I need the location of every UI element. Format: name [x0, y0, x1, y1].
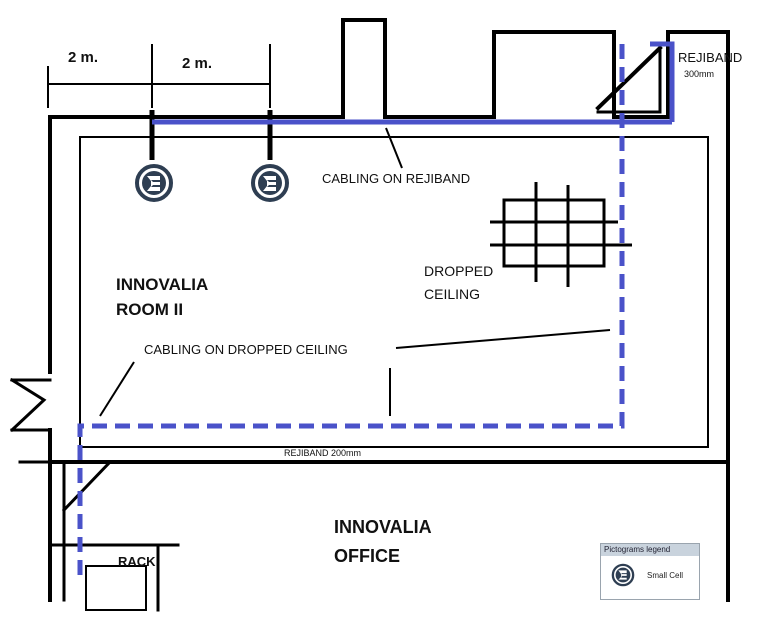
office-name-line1: INNOVALIA [334, 517, 432, 537]
cabling-dropped-label: CABLING ON DROPPED CEILING [144, 342, 348, 357]
office-name-line2: OFFICE [334, 546, 400, 566]
legend-small-cell-label: Small Cell [647, 571, 684, 580]
walls [9, 18, 730, 612]
leader-lines [99, 127, 611, 417]
legend-title: Pictograms legend [601, 544, 699, 556]
room-name-line2: ROOM II [116, 300, 183, 319]
rejiband-bottom-label: REJIBAND 200mm [284, 448, 361, 458]
cabling-rejiband-label: CABLING ON REJIBAND [322, 171, 470, 186]
dimension-lines [47, 44, 273, 160]
dimension-label-right: 2 m. [182, 55, 212, 72]
rejiband-top-size: 300mm [684, 69, 714, 79]
small-cell-icon [135, 164, 173, 202]
rack-label: RACK [118, 554, 156, 569]
pictograms-legend: Pictograms legend Small Cell [600, 543, 700, 600]
cabling [77, 41, 675, 580]
rejiband-top-label: REJIBAND [678, 50, 742, 65]
dropped-ceiling-line2: CEILING [424, 286, 480, 302]
dropped-ceiling-line1: DROPPED [424, 263, 493, 279]
room-name-line1: INNOVALIA [116, 275, 208, 294]
small-cell-icon [611, 563, 635, 587]
dropped-ceiling-grid [490, 182, 632, 287]
dimension-label-left: 2 m. [68, 49, 98, 66]
small-cell-icon [251, 164, 289, 202]
